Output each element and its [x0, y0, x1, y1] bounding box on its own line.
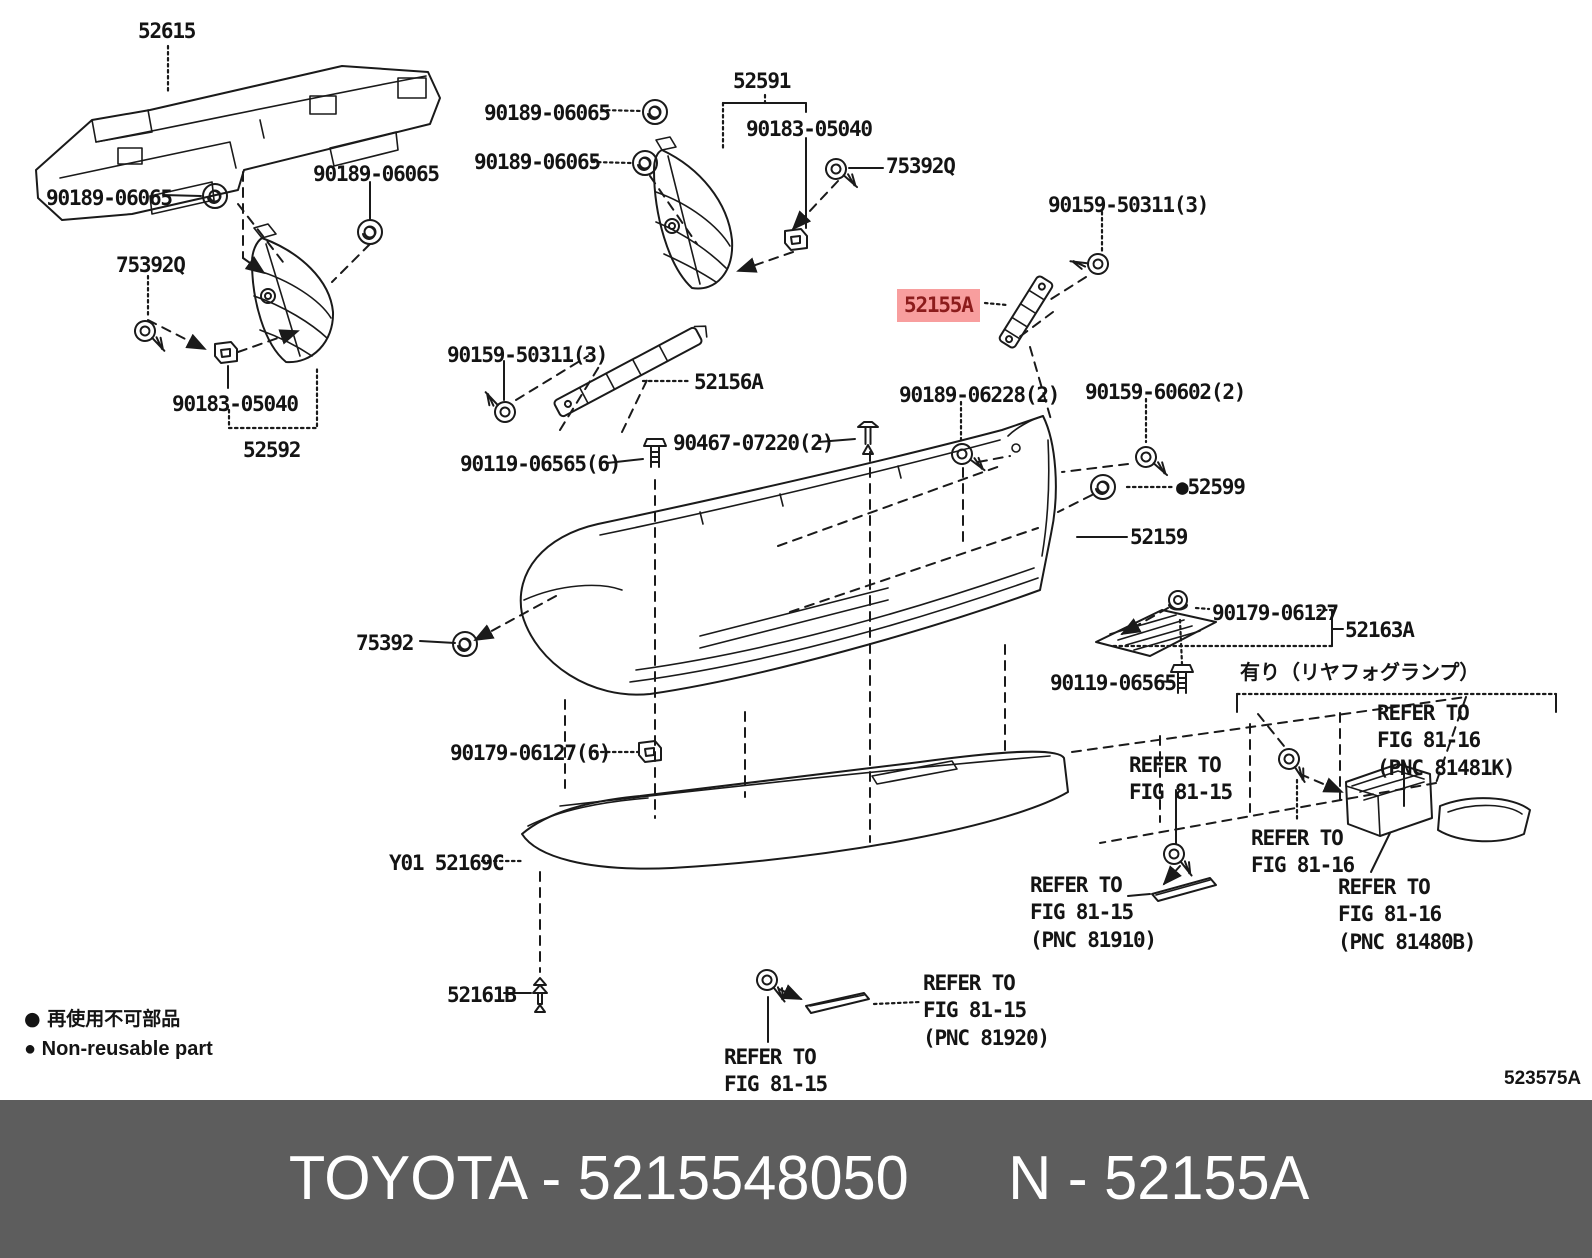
- part-label-90179-06127-r[interactable]: 90179-06127: [1212, 601, 1339, 625]
- part-reflector-81920-drawing: [805, 992, 870, 1014]
- part-label-90119-06565-r[interactable]: 90119-06565: [1050, 671, 1177, 695]
- part-52615-drawing: [35, 65, 441, 221]
- part-foglamp-lens-81481K-drawing: [1437, 797, 1531, 843]
- part-label-90119-06565-6[interactable]: 90119-06565(6): [460, 452, 621, 476]
- nut-icon: [1168, 590, 1188, 611]
- part-label-refer-8115-81910: REFER TO FIG 81-15 (PNC 81910): [1030, 873, 1157, 952]
- screw-icon: [949, 441, 990, 472]
- part-label-refer-8116-mid: REFER TO FIG 81-16: [1251, 826, 1355, 878]
- part-52163A-drawing: [1095, 609, 1217, 657]
- part-label-90183-05040-t[interactable]: 90183-05040: [746, 117, 873, 141]
- part-foglamp-81480B-drawing: [1345, 763, 1433, 837]
- legend-non-reusable-jp: ● 再使用不可部品: [24, 1008, 181, 1030]
- part-label-90189-06065-b[interactable]: 90189-06065: [474, 150, 601, 174]
- screw-icon: [477, 391, 520, 426]
- bolt-icon: [643, 438, 667, 468]
- clip-nut-icon: [784, 228, 808, 251]
- part-label-90189-06065-a[interactable]: 90189-06065: [484, 101, 611, 125]
- part-label-52161B[interactable]: 52161B: [447, 983, 517, 1007]
- part-label-fog-note: 有り（リヤフォグランプ）: [1240, 660, 1480, 684]
- part-label-90467-07220[interactable]: 90467-07220(2): [673, 431, 834, 455]
- footer-part-code: N - 52155A: [1008, 1144, 1310, 1213]
- screw-icon: [822, 155, 864, 189]
- part-label-75392[interactable]: 75392: [356, 631, 414, 655]
- clip-nut-icon: [214, 341, 238, 364]
- grommet-icon: [452, 631, 478, 657]
- push-clip-icon: [532, 977, 548, 1013]
- screw-icon: [130, 317, 173, 352]
- part-label-52615[interactable]: 52615: [138, 19, 196, 43]
- part-label-refer-8115-top: REFER TO FIG 81-15: [1129, 753, 1233, 805]
- part-label-75392Q-l[interactable]: 75392Q: [116, 253, 186, 277]
- footer-bar: TOYOTA - 5215548050 N - 52155A: [0, 1100, 1592, 1258]
- screw-icon: [1069, 248, 1112, 283]
- screw-icon: [1273, 744, 1317, 783]
- part-52156A-drawing: [553, 325, 708, 418]
- part-52591-drawing: [653, 136, 734, 290]
- screw-icon: [1158, 839, 1202, 877]
- part-label-refer-8115-81920: REFER TO FIG 81-15 (PNC 81920): [923, 971, 1050, 1050]
- part-label-90183-05040-l[interactable]: 90183-05040: [172, 392, 299, 416]
- clip-nut-icon: [638, 740, 662, 763]
- grommet-icon: [642, 99, 668, 125]
- diagram-line-art: [35, 44, 1558, 1043]
- grommet-icon: [632, 150, 658, 176]
- part-label-90159-50311-t[interactable]: 90159-50311(3): [1048, 193, 1209, 217]
- legend-non-reusable-en: ● Non-reusable part: [24, 1038, 213, 1060]
- part-label-90189-06228[interactable]: 90189-06228(2): [899, 383, 1060, 407]
- part-label-52156A[interactable]: 52156A: [694, 370, 764, 394]
- part-label-90159-60602[interactable]: 90159-60602(2): [1085, 380, 1246, 404]
- part-label-52591[interactable]: 52591: [733, 69, 791, 93]
- legend: ● 再使用不可部品 ● Non-reusable part: [24, 1004, 213, 1061]
- part-52592-drawing: [251, 223, 335, 364]
- part-label-90189-06065-l[interactable]: 90189-06065: [46, 186, 173, 210]
- part-52169C-drawing: [521, 750, 1069, 870]
- footer-catalog-number: TOYOTA - 5215548050: [289, 1144, 910, 1213]
- part-label-52599[interactable]: ●52599: [1176, 475, 1246, 499]
- part-label-Y01-52169C[interactable]: Y01 52169C: [389, 851, 505, 875]
- part-label-refer-8116-81481K: REFER TO FIG 81-16 (PNC 81481K): [1377, 701, 1516, 780]
- part-reflector-81910-drawing: [1151, 877, 1217, 902]
- part-label-refer-8115-bot: REFER TO FIG 81-15: [724, 1045, 828, 1097]
- screw-icon: [751, 965, 795, 1003]
- push-rivet-icon: [857, 421, 879, 455]
- part-label-90179-06127-6[interactable]: 90179-06127(6): [450, 741, 611, 765]
- part-label-52163A[interactable]: 52163A: [1345, 618, 1415, 642]
- part-label-refer-8116-81480B: REFER TO FIG 81-16 (PNC 81480B): [1338, 875, 1477, 954]
- part-52155A-drawing: [998, 275, 1054, 349]
- grommet-icon: [1090, 474, 1116, 500]
- part-label-90189-06065-m[interactable]: 90189-06065: [313, 162, 440, 186]
- part-label-52155A[interactable]: 52155A: [897, 289, 980, 323]
- screw-icon: [1132, 443, 1174, 477]
- part-label-90159-50311-m[interactable]: 90159-50311(3): [447, 343, 608, 367]
- part-label-52159[interactable]: 52159: [1130, 525, 1188, 549]
- grommet-icon: [357, 219, 383, 245]
- part-label-52592[interactable]: 52592: [243, 438, 301, 462]
- figure-code: 523575A: [1504, 1068, 1582, 1089]
- part-label-75392Q-t[interactable]: 75392Q: [886, 154, 956, 178]
